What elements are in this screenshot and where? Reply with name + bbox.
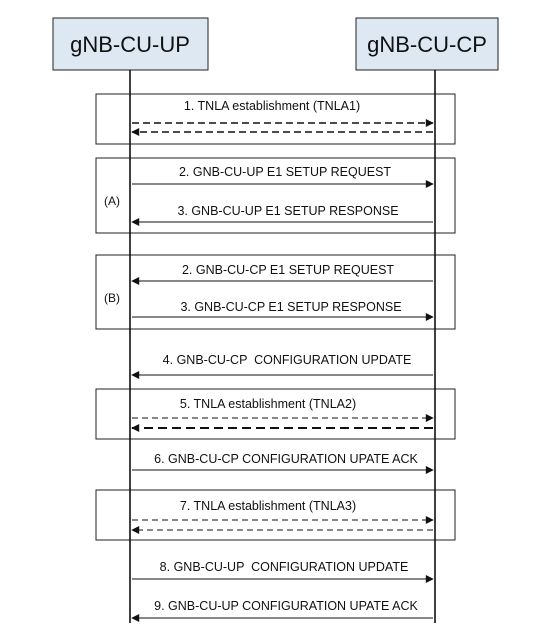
group-box-a — [95, 157, 456, 234]
group-box-tnla2 — [95, 388, 456, 440]
group-box-tnla1 — [95, 93, 456, 145]
entity-label-cu-up: gNB-CU-UP — [70, 32, 190, 57]
message-label-5: 3. GNB-CU-CP E1 SETUP RESPONSE — [180, 300, 401, 314]
group-box-b — [95, 254, 456, 330]
message-label-8: 6. GNB-CU-CP CONFIGURATION UPATE ACK — [154, 452, 418, 466]
message-label-3: 3. GNB-CU-UP E1 SETUP RESPONSE — [177, 204, 398, 218]
message-label-1: 1. TNLA establishment (TNLA1) — [184, 99, 360, 113]
message-label-6: 4. GNB-CU-CP CONFIGURATION UPDATE — [163, 353, 412, 367]
message-label-9: 7. TNLA establishment (TNLA3) — [180, 499, 356, 513]
entity-box-cu-cp — [355, 17, 499, 71]
entity-box-cu-up — [52, 17, 209, 71]
message-label-4: 2. GNB-CU-CP E1 SETUP REQUEST — [182, 263, 394, 277]
group-label-b: (B) — [104, 291, 120, 305]
group-label-a: (A) — [104, 194, 120, 208]
message-label-2: 2. GNB-CU-UP E1 SETUP REQUEST — [179, 165, 391, 179]
message-label-11: 9. GNB-CU-UP CONFIGURATION UPATE ACK — [154, 599, 418, 613]
group-box-tnla3 — [95, 489, 456, 541]
message-label-10: 8. GNB-CU-UP CONFIGURATION UPDATE — [160, 560, 409, 574]
message-label-7: 5. TNLA establishment (TNLA2) — [180, 397, 356, 411]
entity-label-cu-cp: gNB-CU-CP — [367, 32, 487, 57]
